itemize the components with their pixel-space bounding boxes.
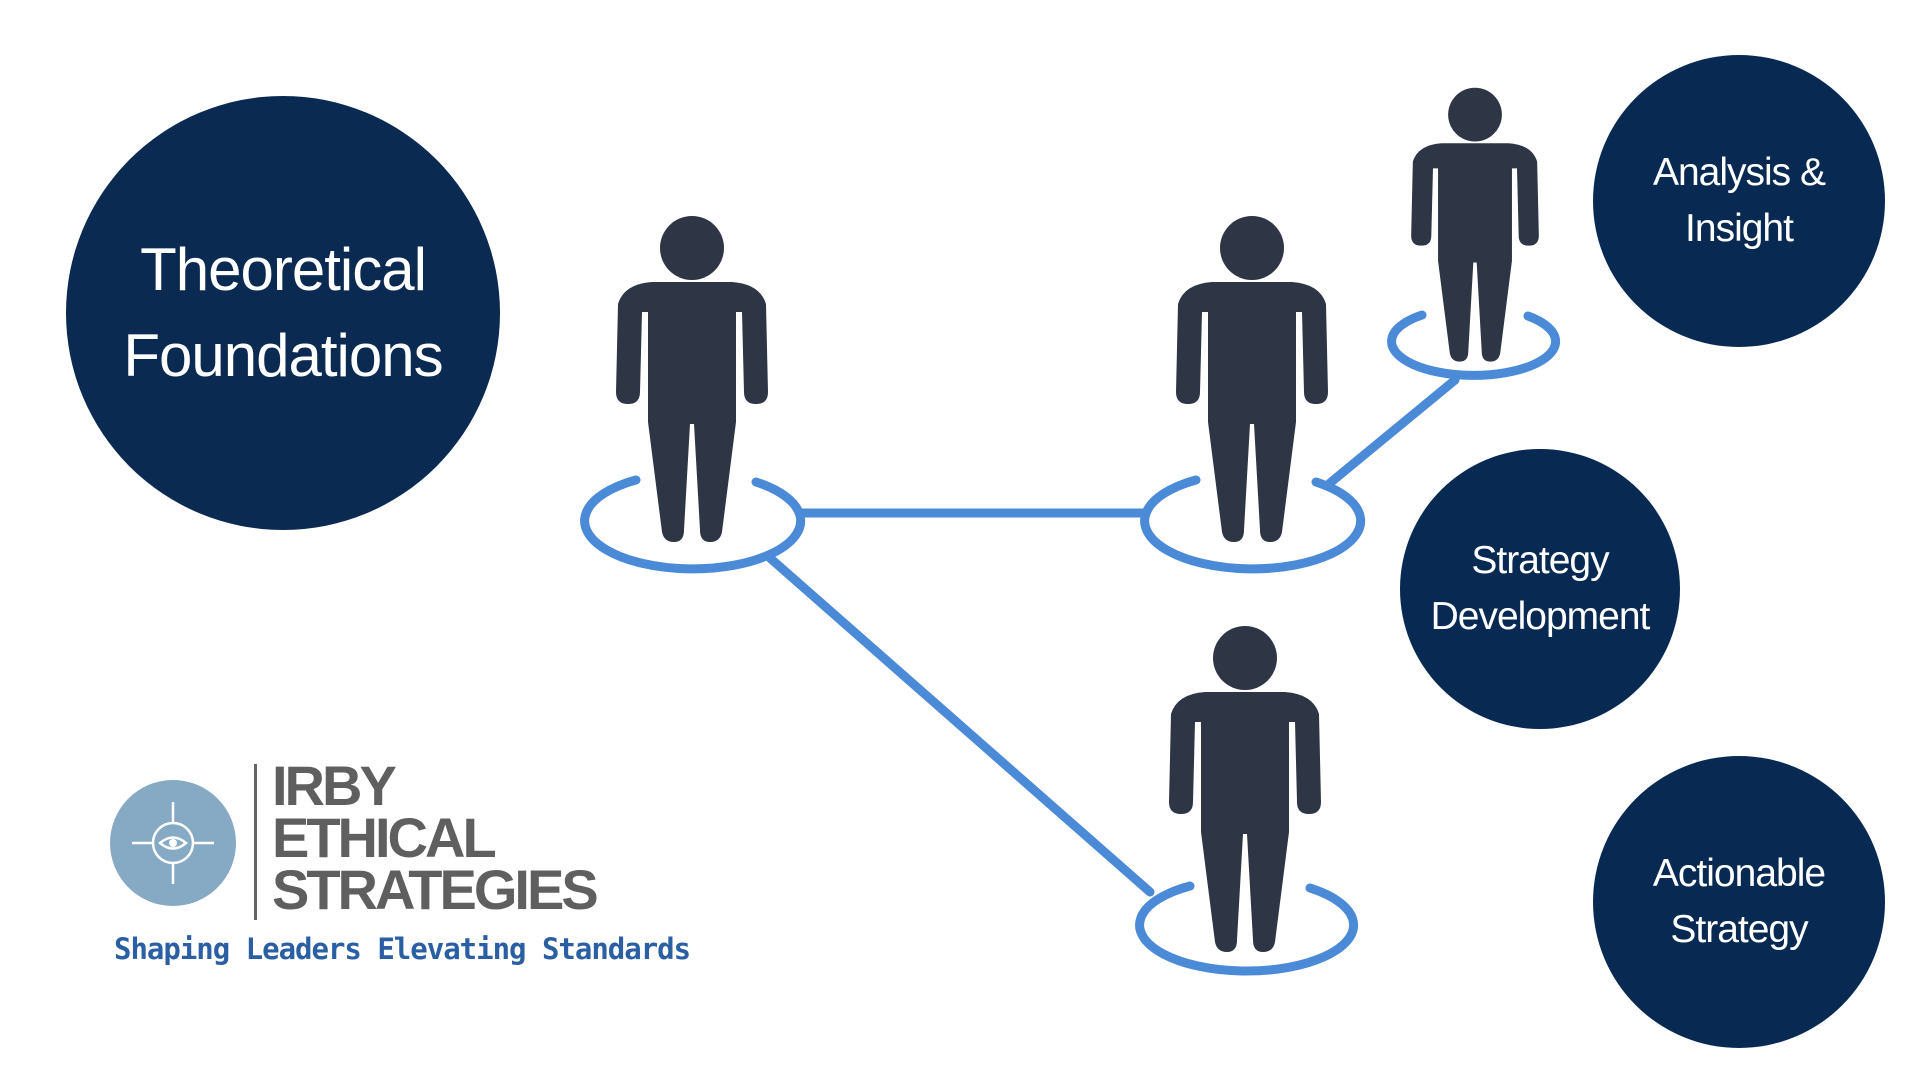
theoretical-foundations-circle: Theoretical Foundations bbox=[66, 96, 500, 530]
strategy-line-1: Strategy bbox=[1471, 539, 1609, 582]
ring-middle bbox=[1140, 475, 1366, 574]
ring-bottom bbox=[1135, 881, 1359, 976]
person-icon-topright bbox=[1411, 87, 1539, 362]
crosshair-eye-icon bbox=[110, 780, 236, 906]
logo-line-3: STRATEGIES bbox=[272, 858, 599, 921]
actionable-line-2: Strategy bbox=[1670, 908, 1808, 951]
ring-topright bbox=[1387, 310, 1561, 380]
strategy-line-2: Development bbox=[1430, 595, 1651, 638]
analysis-line-1: Analysis & bbox=[1652, 151, 1826, 194]
strategy-development-circle: Strategy Development bbox=[1400, 449, 1680, 729]
actionable-strategy-circle: Actionable Strategy bbox=[1593, 756, 1885, 1048]
irby-logo: IRBY ETHICAL STRATEGIES Shaping Leaders … bbox=[110, 754, 691, 980]
connector-middle-to-topright bbox=[1325, 375, 1460, 488]
logo-wordmark: IRBY ETHICAL STRATEGIES bbox=[272, 754, 599, 921]
theoretical-line-2: Foundations bbox=[123, 322, 443, 389]
ring-left bbox=[580, 475, 806, 574]
analysis-insight-circle: Analysis & Insight bbox=[1593, 55, 1885, 347]
analysis-line-2: Insight bbox=[1685, 207, 1794, 250]
connector-left-to-bottom bbox=[765, 553, 1155, 897]
person-icon-left bbox=[616, 216, 768, 542]
logo-line-2: ETHICAL bbox=[272, 806, 497, 869]
person-icon-bottom bbox=[1169, 626, 1321, 952]
actionable-line-1: Actionable bbox=[1652, 852, 1826, 895]
logo-line-1: IRBY bbox=[272, 754, 397, 817]
logo-tagline: Shaping Leaders Elevating Standards bbox=[114, 932, 691, 966]
person-icon-middle bbox=[1176, 216, 1328, 542]
logo-divider bbox=[254, 764, 257, 920]
theoretical-line-1: Theoretical bbox=[140, 236, 427, 303]
